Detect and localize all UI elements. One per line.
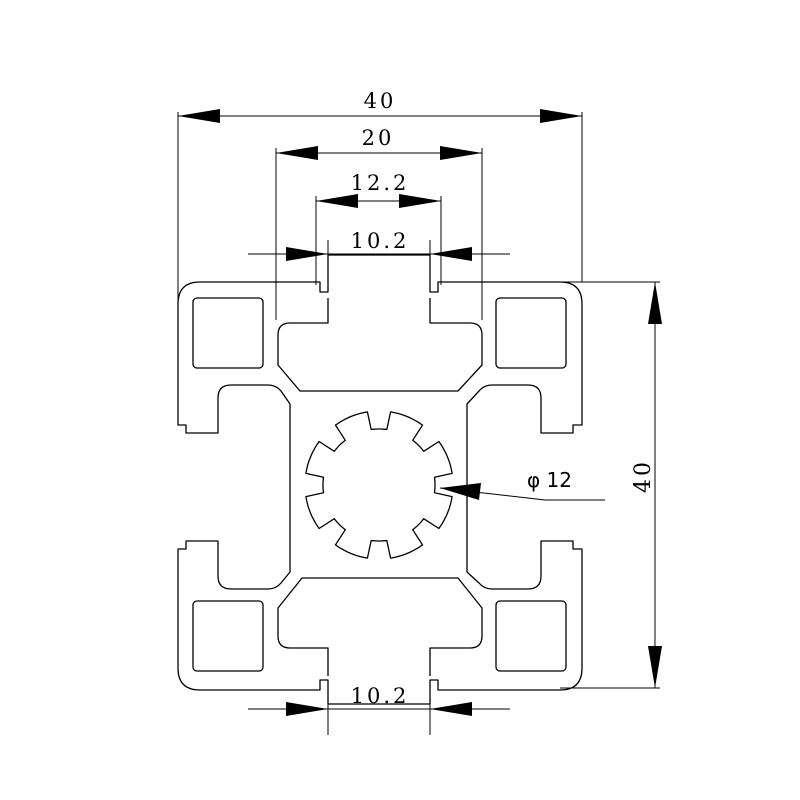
center-bore-label: φ 12	[527, 468, 572, 492]
center-bore-spline	[305, 411, 453, 559]
dimension-slot-outer-width: 20	[275, 126, 483, 320]
corner-cavity-top-left	[192, 297, 264, 369]
dimension-slot-inner-width: 12.2	[315, 171, 442, 285]
overall-height-label: 40	[631, 459, 656, 493]
slot-outer-width-label: 20	[362, 126, 395, 150]
top-slot-channel	[277, 298, 483, 392]
dimension-overall-width: 40	[177, 89, 583, 325]
dimension-bottom-opening: 10.2	[248, 684, 510, 735]
corner-cavity-top-right	[495, 297, 567, 369]
bottom-slot-channel	[277, 577, 483, 676]
dimension-overall-height: 40	[560, 281, 662, 689]
corner-cavity-bottom-left	[192, 600, 264, 672]
overall-width-label: 40	[364, 89, 397, 113]
corner-cavity-bottom-right	[495, 600, 567, 672]
top-opening-label: 10.2	[351, 229, 410, 253]
dimension-top-opening: 10.2	[248, 229, 510, 282]
slot-inner-width-label: 12.2	[351, 171, 410, 195]
bottom-opening-label: 10.2	[351, 684, 410, 708]
profile-outline	[177, 254, 583, 705]
dimension-center-bore: φ 12	[439, 468, 605, 501]
